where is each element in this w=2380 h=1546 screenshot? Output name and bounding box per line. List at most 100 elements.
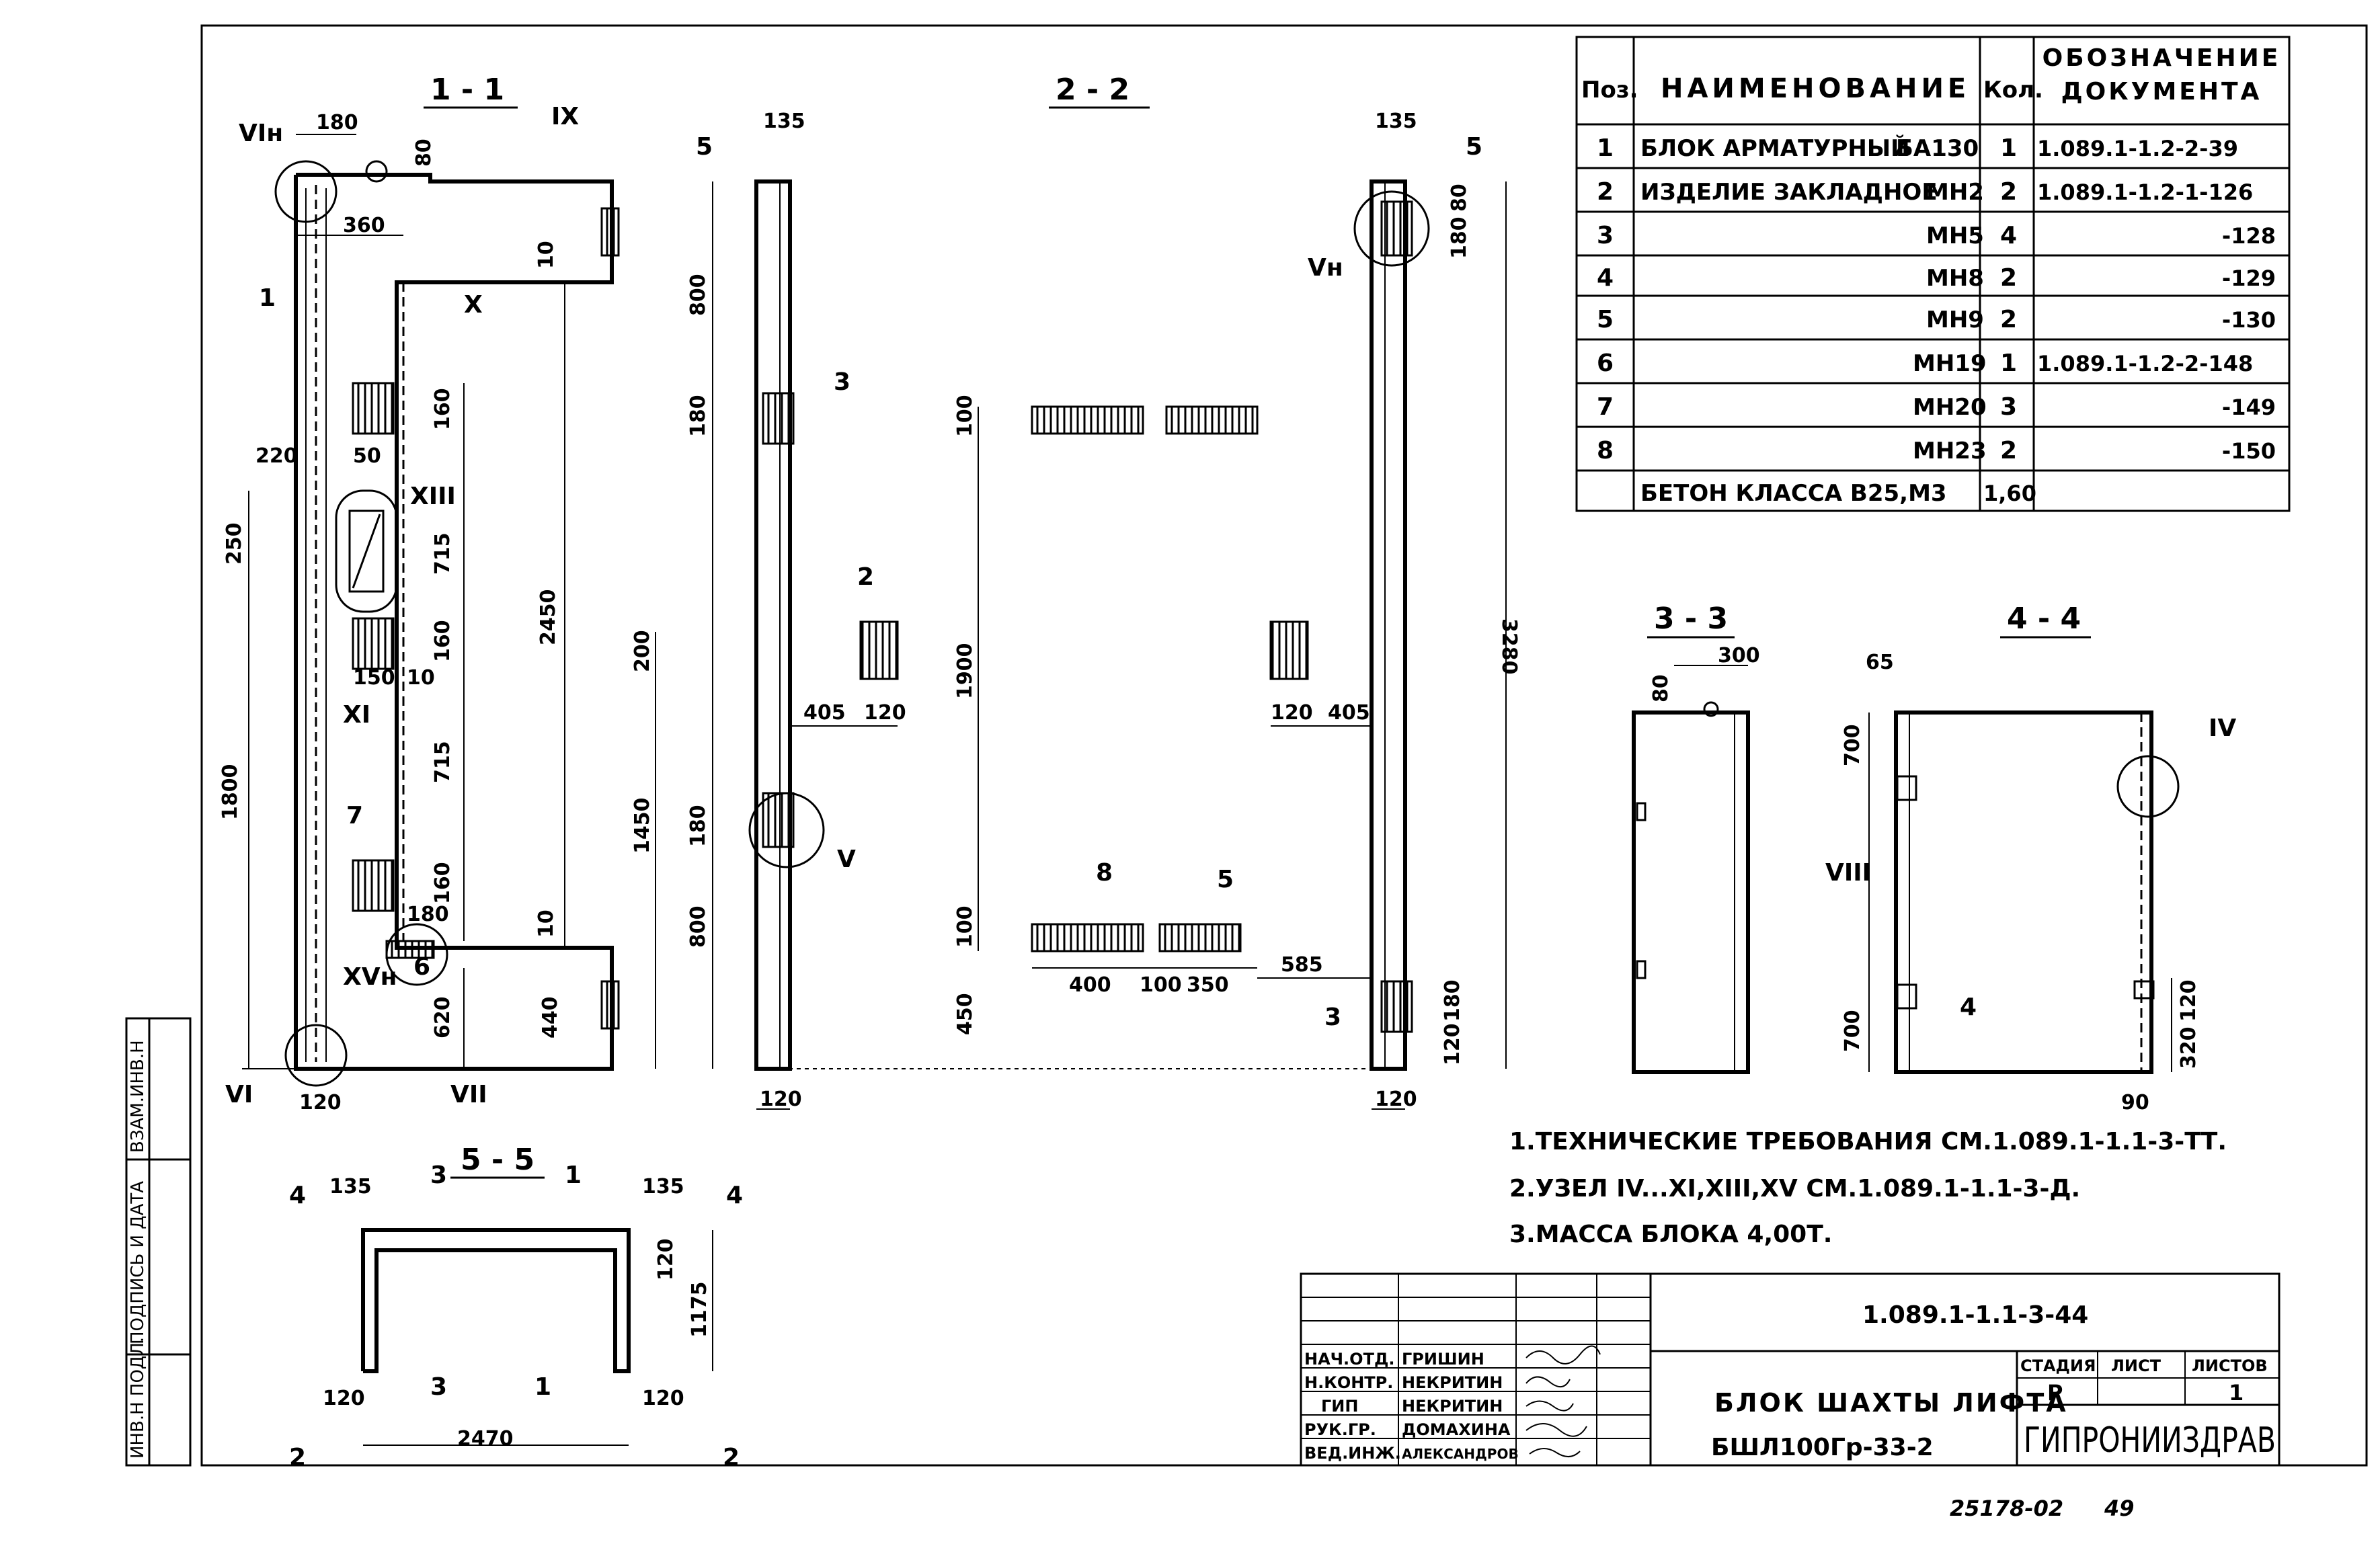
dim: 150 (353, 666, 395, 690)
dim: 120 (1375, 1088, 1417, 1111)
embed-mn23 (1165, 405, 1259, 435)
drawing-title-2: БШЛ100Гр-33-2 (1711, 1434, 1934, 1461)
dim: 120 (2177, 979, 2200, 1022)
view-4-4: 4 - 4 65 700 700 120 320 90 IV VIII 4 (1825, 602, 2236, 1114)
cell-name: ИЗДЕЛИЕ ЗАКЛАДНОЕ (1640, 179, 1938, 206)
document-code: 1.089.1-1.1-3-44 (1862, 1301, 2088, 1329)
cell-qty: 2 (2000, 178, 2017, 206)
dim: 90 (2121, 1091, 2149, 1114)
dim: 135 (763, 110, 805, 133)
dim: 405 (803, 701, 846, 725)
cell-pos: 5 (1597, 306, 1614, 333)
th-doc-text: ОБОЗНАЧЕНИЕ ДОКУМЕНТА (2042, 44, 2281, 106)
spec-row: 4 МН8 2 -129 (1597, 264, 2276, 292)
callout: VIII (1825, 859, 1871, 887)
section-title-1-1: 1 - 1 (430, 73, 504, 107)
cell-qty: 2 (2000, 437, 2017, 464)
dim: 120 (760, 1088, 802, 1111)
spec-row: БЕТОН КЛАССА В25,М3 1,60 (1640, 480, 2036, 507)
signature (1525, 1423, 1587, 1437)
cell-pos: 8 (1597, 437, 1614, 464)
cell-qty: 4 (2000, 222, 2017, 249)
cut-mark: 5 (696, 133, 713, 161)
signature (1525, 1400, 1574, 1412)
embed-mn9 (1158, 923, 1242, 952)
drawing-title-1: БЛОК ШАХТЫ ЛИФТА (1714, 1388, 2068, 1418)
title-name: НЕКРИТИН (1402, 1397, 1503, 1416)
dim: 350 (1187, 973, 1229, 997)
title-name: ДОМАХИНА (1402, 1420, 1511, 1439)
cell-mark: МН23 (1913, 438, 1987, 464)
dim: 100 (1140, 973, 1182, 997)
cell-mark: МН5 (1926, 222, 1984, 249)
stage-value: Р (2047, 1380, 2063, 1406)
cut-mark: 4 (289, 1182, 306, 1209)
inventory-number: 25178-02 (1950, 1496, 2063, 1521)
title-role: РУК.ГР. (1304, 1420, 1376, 1439)
title-role: ГИП (1321, 1397, 1358, 1416)
dim: 800 (686, 905, 710, 948)
cell-doc: -128 (2222, 223, 2276, 249)
cell-pos: 7 (1597, 393, 1614, 421)
embed-mn2 (859, 620, 899, 680)
dim: 300 (1718, 644, 1760, 667)
signature (1525, 1345, 1601, 1365)
section-title-3-3: 3 - 3 (1654, 602, 1728, 636)
stamp-inv-number: ИНВ.Н ПОДЛ. (128, 1337, 148, 1459)
spec-row: 1 БЛОК АРМАТУРНЫЙ БА130 1 1.089.1-1.2-2-… (1597, 134, 2238, 162)
title-name: АЛЕКСАНДРОВ (1402, 1446, 1519, 1462)
cell-pos: 6 (1597, 350, 1614, 377)
view-1-1: 1 - 1 180 80 360 10 (219, 73, 620, 1114)
dim: 400 (1069, 973, 1111, 997)
dim: 160 (431, 388, 454, 430)
title-name: НЕКРИТИН (1402, 1373, 1503, 1392)
spec-row: 2 ИЗДЕЛИЕ ЗАКЛАДНОЕ МН2 2 1.089.1-1.2-1-… (1597, 178, 2253, 206)
view-3-3: 3 - 3 80 300 (1632, 602, 1760, 1074)
cell-qty: 2 (2000, 306, 2017, 333)
dim: 1450 (631, 798, 654, 854)
page-number: 49 (2104, 1496, 2135, 1521)
position-label: 3 (1324, 1004, 1341, 1031)
cell-qty: 1 (2000, 350, 2017, 377)
title-role: НАЧ.ОТД. (1304, 1350, 1394, 1369)
cell-pos: 2 (1597, 178, 1614, 206)
dim: 180 (407, 903, 449, 926)
embed-opening (348, 510, 385, 593)
th-qty: Кол. (1983, 77, 2043, 104)
embed-mn8 (1031, 923, 1144, 952)
embed-mn5 (1380, 200, 1413, 257)
sheet-label: ЛИСТ (2111, 1356, 2161, 1375)
embed-mn23 (1031, 405, 1144, 435)
dim: 80 (1649, 674, 1673, 702)
title-name: ГРИШИН (1402, 1350, 1484, 1369)
embed-mn5 (762, 392, 795, 445)
dim: 180 (316, 111, 358, 134)
notes: 1.ТЕХНИЧЕСКИЕ ТРЕБОВАНИЯ СМ.1.089.1-1.1-… (1509, 1128, 2227, 1248)
cut-mark: 4 (726, 1182, 743, 1209)
note-1: 1.ТЕХНИЧЕСКИЕ ТРЕБОВАНИЯ СМ.1.089.1-1.1-… (1509, 1128, 2227, 1155)
callout: X (464, 291, 483, 319)
dim: 3280 (1497, 618, 1521, 675)
spec-row: 8 МН23 2 -150 (1597, 437, 2276, 464)
stamp-sign-date: ПОДПИСЬ И ДАТА (128, 1181, 148, 1344)
callout: VII (450, 1081, 487, 1108)
dim: 320 (2177, 1026, 2200, 1069)
side-stamp: ИНВ.Н ПОДЛ. ПОДПИСЬ И ДАТА ВЗАМ.ИНВ.Н (125, 1017, 192, 1467)
cell-pos: 4 (1597, 264, 1614, 292)
cell-qty: 2 (2000, 264, 2017, 292)
dim: 120 (323, 1387, 365, 1410)
cell-qty: 3 (2000, 393, 2017, 421)
cell-name: БЛОК АРМАТУРНЫЙ (1640, 134, 1910, 162)
callout: XI (343, 701, 370, 729)
callout: V (837, 846, 856, 873)
embed-mn2 (1269, 620, 1309, 680)
stamp-replaced-inv: ВЗАМ.ИНВ.Н (128, 1040, 148, 1153)
position-label: 6 (413, 953, 430, 981)
embed-mn5 (1380, 980, 1413, 1033)
cell-mark: МН9 (1926, 307, 1984, 333)
th-doc: ОБОЗНАЧЕНИЕ ДОКУМЕНТА (2042, 44, 2281, 106)
section-title-4-4: 4 - 4 (2007, 602, 2081, 636)
dim: 440 (539, 996, 562, 1039)
dim: 120 (1271, 701, 1313, 725)
cell-pos: 3 (1597, 222, 1614, 249)
